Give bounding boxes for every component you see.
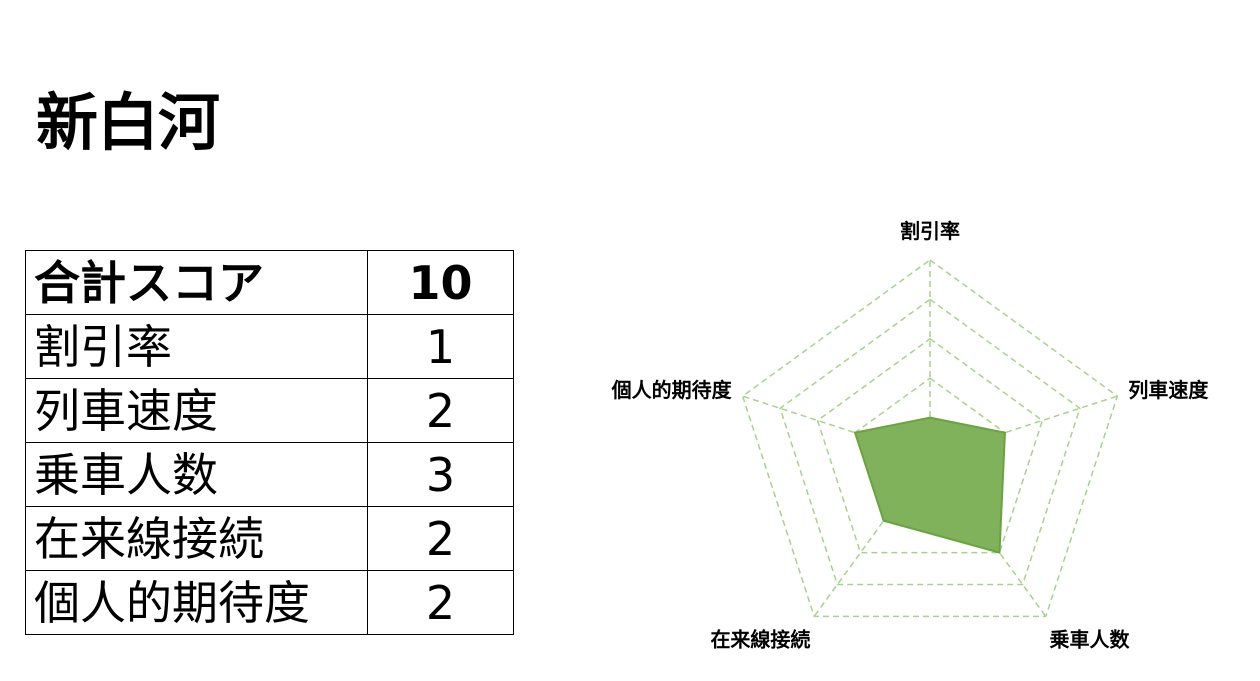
radar-grid-ring	[779, 298, 1081, 586]
table-row: 割引率 1	[25, 314, 514, 379]
row-value: 3	[367, 442, 514, 507]
row-value: 2	[367, 506, 514, 571]
table-row: 個人的期待度 2	[25, 570, 514, 635]
row-value: 2	[367, 378, 514, 443]
page-title: 新白河	[36, 86, 220, 159]
table-row: 乗車人数 3	[25, 442, 514, 507]
row-label: 割引率	[25, 314, 368, 379]
row-label: 在来線接続	[25, 506, 368, 571]
row-label: 乗車人数	[25, 442, 368, 507]
table-row: 在来線接続 2	[25, 506, 514, 571]
radar-grid-ring	[741, 259, 1119, 618]
radar-axis-label: 在来線接続	[710, 628, 810, 652]
total-score-value: 10	[367, 250, 514, 315]
table-row: 列車速度 2	[25, 378, 514, 443]
row-value: 2	[367, 570, 514, 635]
radar-axis-label: 個人的期待度	[611, 378, 733, 402]
row-label: 列車速度	[25, 378, 368, 443]
score-table: 合計スコア 10 割引率 1 列車速度 2 乗車人数 3 在来線接続 2 個人的…	[25, 250, 514, 635]
radar-grid-ring	[816, 337, 1044, 554]
radar-axis-label: 乗車人数	[1050, 628, 1131, 652]
radar-axis-label: 割引率	[900, 219, 960, 243]
row-label: 個人的期待度	[25, 570, 368, 635]
row-value: 1	[367, 314, 514, 379]
radar-data-area	[853, 416, 1006, 554]
table-row-total: 合計スコア 10	[25, 250, 514, 315]
total-score-label: 合計スコア	[25, 250, 368, 315]
radar-axis-label: 列車速度	[1128, 378, 1209, 402]
